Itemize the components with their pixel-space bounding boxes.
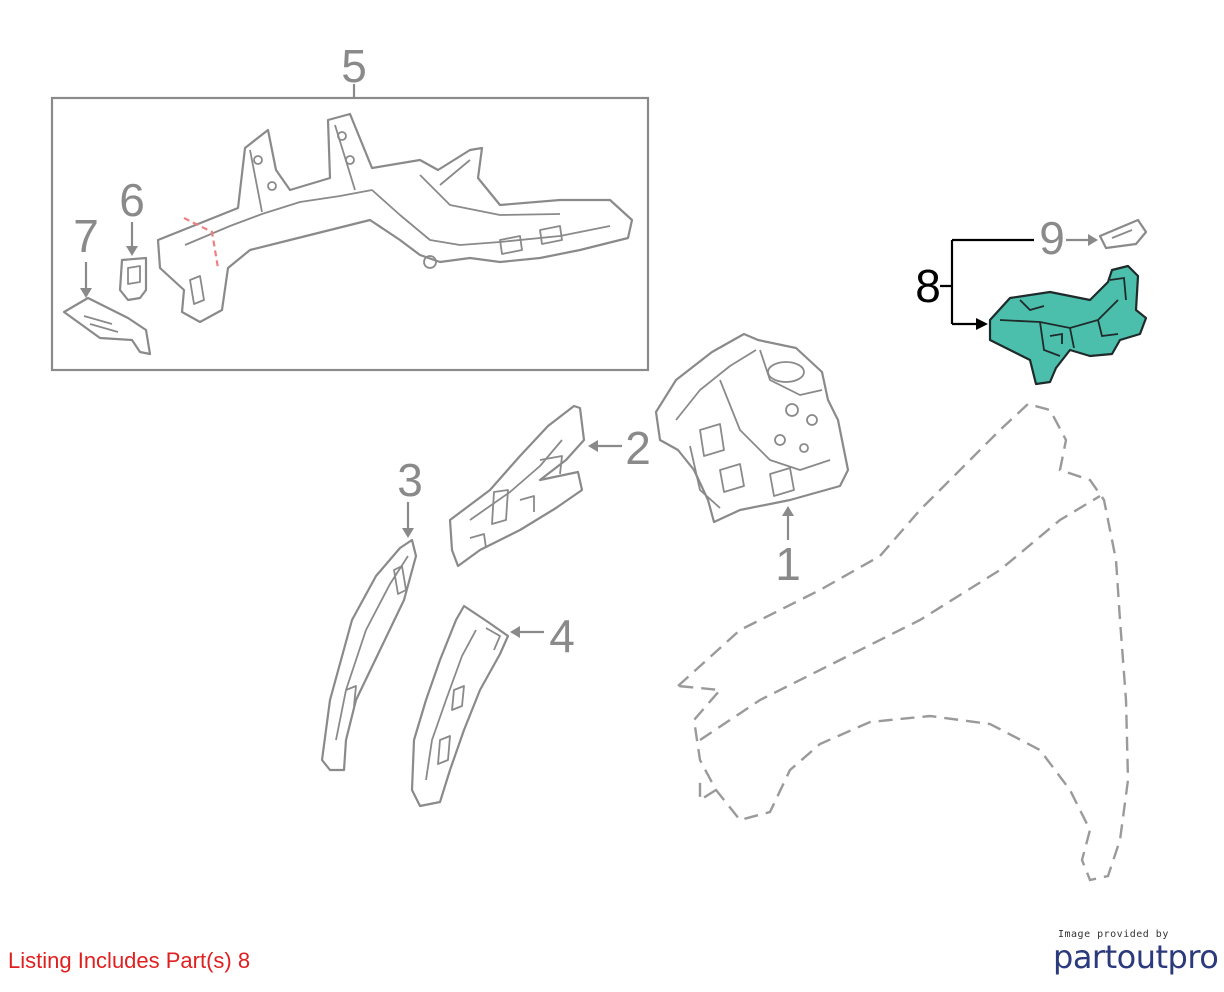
- callout-6-arrow: [126, 246, 138, 256]
- part-8-highlighted-bracket: [988, 264, 1148, 386]
- group-5-frame: [50, 96, 650, 372]
- callout-3-label: 3: [397, 454, 423, 506]
- part-7-plate: [62, 296, 152, 356]
- callout-7-arrow: [80, 288, 92, 298]
- callout-5-label: 5: [341, 40, 367, 92]
- callout-4-arrow: [510, 626, 520, 638]
- logo-word-part: part: [1053, 938, 1117, 976]
- part-5-frame-assembly: [156, 112, 634, 324]
- callout-7-label: 7: [73, 210, 99, 262]
- part-3-side-strip: [320, 538, 418, 772]
- logo-word-out: out: [1116, 938, 1168, 976]
- part-2-upper-rail: [448, 404, 586, 568]
- callout-3-arrow: [402, 528, 414, 538]
- part-4-inner-strip: [410, 604, 510, 808]
- callout-1-label: 1: [775, 538, 801, 590]
- callout-8-label: 8: [915, 260, 941, 312]
- callout-2-label: 2: [625, 422, 651, 474]
- part-9-small-bracket: [1098, 218, 1148, 250]
- callout-9-label: 9: [1039, 212, 1065, 264]
- partoutpro-logo: partoutpro: [1053, 938, 1219, 976]
- callout-1-arrow: [782, 506, 794, 516]
- callout-2-arrow: [588, 440, 598, 452]
- callout-9-arrow: [1088, 234, 1098, 246]
- callout-4-label: 4: [549, 610, 575, 662]
- part-6-bracket: [118, 256, 148, 302]
- callout-6-label: 6: [119, 174, 145, 226]
- callout-8-arrow: [976, 318, 988, 330]
- logo-word-pro: pro: [1167, 938, 1219, 976]
- provider-credit-text: Image provided by: [1058, 929, 1169, 940]
- callout-8-bracket-line: [940, 238, 1034, 326]
- fender-reference-outline: [675, 402, 1130, 882]
- part-1-wheelhouse: [654, 332, 850, 524]
- listing-includes-note: Listing Includes Part(s) 8: [8, 948, 251, 973]
